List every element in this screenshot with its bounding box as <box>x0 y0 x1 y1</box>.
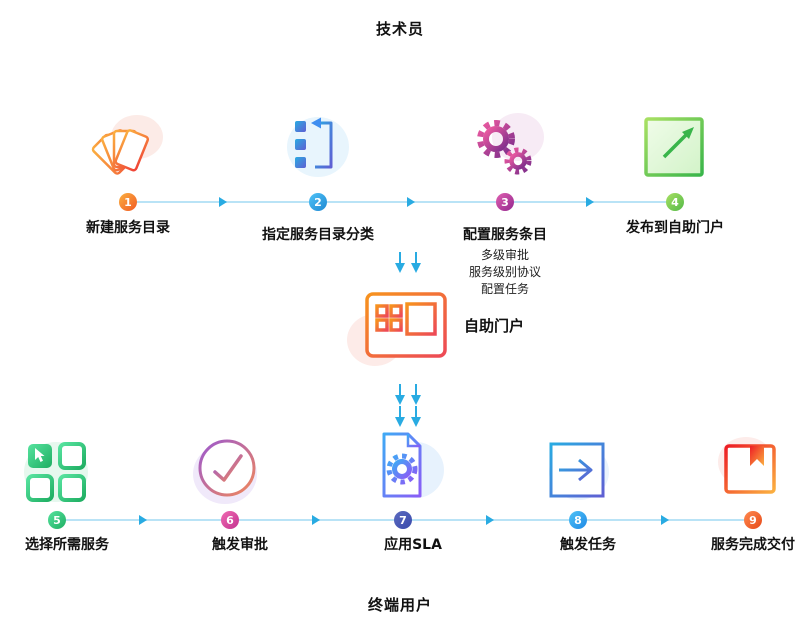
step-8-badge: 8 <box>569 511 587 529</box>
step-3-title: 配置服务条目 <box>463 227 547 243</box>
end-user-title: 终端用户 <box>367 596 432 614</box>
approval-check-circle-icon <box>185 428 275 522</box>
step-3-sub-approval: 多级审批 <box>480 248 529 262</box>
step-3-sub-task: 配置任务 <box>480 282 529 296</box>
select-services-grid-icon <box>12 428 102 522</box>
step-3-badge: 3 <box>496 193 514 211</box>
sla-document-gear-icon <box>358 424 448 518</box>
flow-arrow-right-icon <box>139 515 147 525</box>
step-4-label: 发布到自助门户 <box>626 220 724 236</box>
step-6-label: 触发审批 <box>212 537 268 553</box>
delivery-package-icon <box>708 426 798 520</box>
step-5-badge: 5 <box>48 511 66 529</box>
step-1-label: 新建服务目录 <box>86 220 170 236</box>
step-6-badge: 6 <box>221 511 239 529</box>
flow-arrow-right-icon <box>486 515 494 525</box>
down-arrows-icon <box>386 404 430 434</box>
portal-label: 自助门户 <box>464 317 525 335</box>
down-arrows-icon <box>386 382 430 412</box>
step-2-label: 指定服务目录分类 <box>262 227 374 243</box>
step-2-badge: 2 <box>309 193 327 211</box>
step-1-badge: 1 <box>119 193 137 211</box>
step-3-sub-sla: 服务级别协议 <box>468 265 541 279</box>
flow-arrow-right-icon <box>407 197 415 207</box>
step-5-label: 选择所需服务 <box>25 537 109 553</box>
flow-arrow-right-icon <box>586 197 594 207</box>
step-9-label: 服务完成交付 <box>711 537 795 553</box>
flow-arrow-right-icon <box>219 197 227 207</box>
self-service-portal-icon <box>347 282 463 378</box>
flow-arrow-right-icon <box>312 515 320 525</box>
flow-arrow-right-icon <box>661 515 669 525</box>
configure-gears-icon <box>460 105 550 199</box>
assign-category-list-icon <box>273 105 363 199</box>
step-8-label: 触发任务 <box>560 537 616 553</box>
service-catalog-cards-icon <box>83 105 173 199</box>
step-7-label: 应用SLA <box>384 537 442 553</box>
step-9-badge: 9 <box>744 511 762 529</box>
step-7-badge: 7 <box>394 511 412 529</box>
top-timeline-track <box>128 201 676 203</box>
publish-square-arrow-icon <box>630 105 720 199</box>
step-4-badge: 4 <box>666 193 684 211</box>
technician-title: 技术员 <box>375 20 424 38</box>
trigger-task-square-arrow-icon <box>533 428 623 522</box>
step-3-label: 配置服务条目 多级审批 服务级别协议 配置任务 <box>425 224 585 298</box>
down-arrows-icon <box>386 250 430 280</box>
